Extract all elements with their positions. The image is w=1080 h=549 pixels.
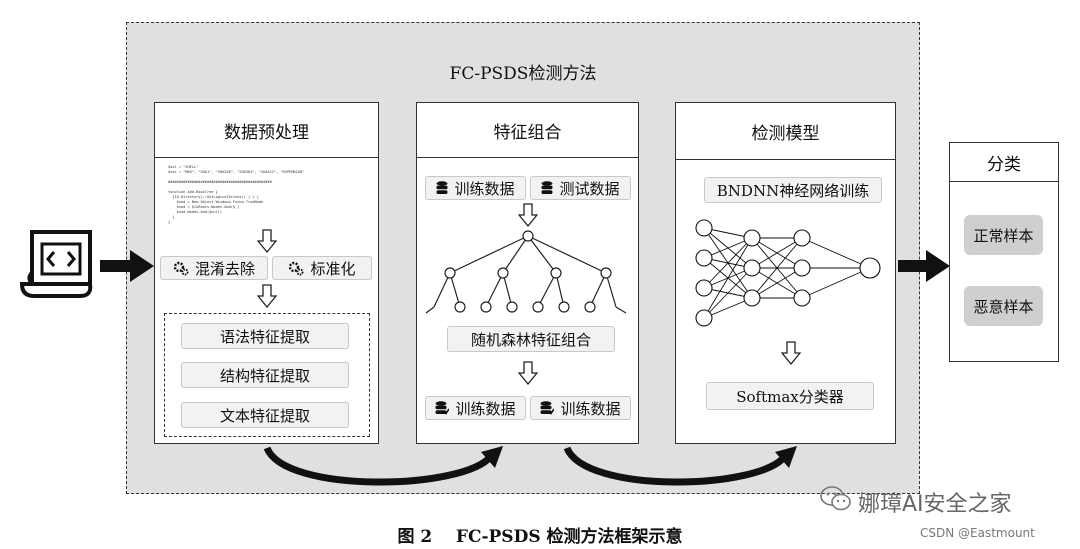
nn-node <box>695 249 713 267</box>
test-data-chip: 测试数据 <box>530 176 631 200</box>
code-sample: $sol = "SHELL" $sec = "MD5", "SHA1", "SH… <box>168 165 305 224</box>
nn-node <box>743 289 761 307</box>
nn-node <box>695 309 713 327</box>
nn-node <box>793 259 811 277</box>
structure-feature-label: 结构特征提取 <box>219 366 310 385</box>
obfuscation-removal-step: 混淆去除 <box>160 256 268 280</box>
output-train-data-chip: 训练数据 <box>425 396 526 420</box>
text-feature-step: 文本特征提取 <box>181 402 349 428</box>
watermark-sub: CSDN @Eastmount <box>920 526 1035 540</box>
structure-feature-step: 结构特征提取 <box>181 362 349 388</box>
train-data-chip: 训练数据 <box>425 176 526 200</box>
database-icon <box>435 401 450 415</box>
nn-edge <box>703 237 753 319</box>
nn-edge <box>751 267 803 299</box>
watermark-main: 娜璋AI安全之家 <box>858 492 1012 517</box>
random-forest-tree <box>425 230 627 314</box>
train-data-label: 训练数据 <box>454 179 515 198</box>
nn-node <box>695 219 713 237</box>
output-train-data-label-2: 训练数据 <box>560 399 621 418</box>
wechat-icon <box>820 486 851 511</box>
down-arrow <box>257 284 277 308</box>
database-icon <box>540 401 555 415</box>
malicious-sample-label: 恶意样本 <box>973 297 1034 316</box>
normal-sample-label: 正常样本 <box>973 226 1034 245</box>
softmax-classifier-label: Softmax分类器 <box>736 387 844 406</box>
figure-caption: 图 2 FC-PSDS 检测方法框架示意 <box>397 527 683 547</box>
method-title: FC-PSDS检测方法 <box>449 64 597 84</box>
random-forest-combo-label: 随机森林特征组合 <box>470 330 591 349</box>
down-arrow <box>518 361 538 385</box>
nn-edge <box>703 237 753 259</box>
nn-edge <box>751 237 803 269</box>
flow-arrows <box>263 446 797 486</box>
nn-edge <box>703 237 753 289</box>
database-icon <box>541 181 553 194</box>
nn-edge <box>703 297 753 319</box>
output-arrow <box>898 250 950 282</box>
nn-edge <box>801 267 871 299</box>
nn-edge <box>751 237 803 299</box>
down-arrow <box>518 203 538 227</box>
script-file-icon <box>19 230 93 298</box>
nn-node <box>793 289 811 307</box>
nn-node <box>743 229 761 247</box>
text-feature-label: 文本特征提取 <box>219 406 310 425</box>
nn-node <box>695 279 713 297</box>
neural-network <box>695 219 881 327</box>
panel-preprocess-title: 数据预处理 <box>155 103 378 158</box>
down-arrow <box>257 229 277 253</box>
random-forest-combo-chip: 随机森林特征组合 <box>447 326 615 352</box>
syntax-feature-step: 语法特征提取 <box>181 323 349 349</box>
bndnn-training-label: BNDNN神经网络训练 <box>716 181 870 200</box>
bndnn-training-chip: BNDNN神经网络训练 <box>704 177 882 203</box>
panel-feature-title: 特征组合 <box>417 103 638 158</box>
malicious-sample-chip: 恶意样本 <box>964 286 1043 326</box>
panel-model-title: 检测模型 <box>676 103 895 160</box>
down-arrow <box>781 341 801 365</box>
standardization-label: 标准化 <box>310 259 356 278</box>
feature-extraction-group <box>164 313 370 437</box>
test-data-label: 测试数据 <box>559 179 620 198</box>
softmax-classifier-chip: Softmax分类器 <box>706 382 874 410</box>
input-arrow <box>100 250 154 282</box>
nn-node <box>859 257 881 279</box>
nn-edge <box>801 237 871 269</box>
output-train-data-chip-2: 训练数据 <box>530 396 631 420</box>
database-icon <box>436 181 448 194</box>
nn-node <box>743 259 761 277</box>
normal-sample-chip: 正常样本 <box>964 215 1043 255</box>
obfuscation-removal-label: 混淆去除 <box>194 259 255 278</box>
panel-classify-title: 分类 <box>950 143 1058 182</box>
nn-node <box>793 229 811 247</box>
gear-icon <box>173 261 189 276</box>
output-train-data-label: 训练数据 <box>455 399 516 418</box>
syntax-feature-label: 语法特征提取 <box>219 327 310 346</box>
standardization-step: 标准化 <box>272 256 372 280</box>
nn-edge <box>703 267 753 319</box>
gear-icon <box>289 261 304 276</box>
